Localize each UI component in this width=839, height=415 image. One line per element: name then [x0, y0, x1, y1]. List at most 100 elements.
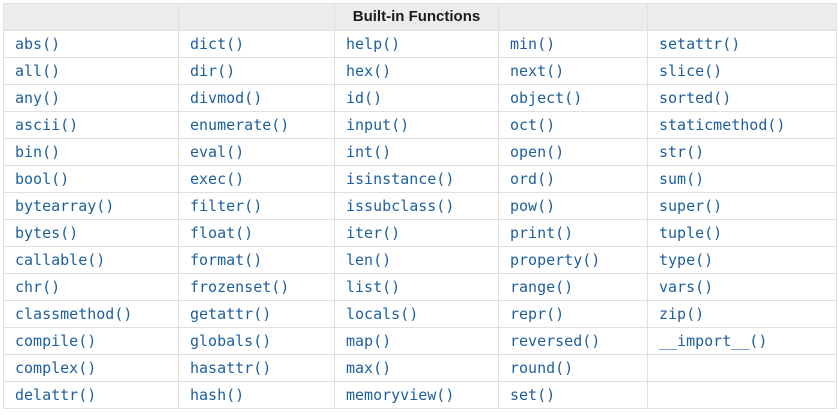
function-link[interactable]: iter()	[346, 224, 401, 242]
function-link[interactable]: max()	[346, 359, 392, 377]
function-link[interactable]: eval()	[190, 143, 245, 161]
function-link[interactable]: __import__()	[659, 332, 768, 350]
table-cell: ord()	[498, 165, 648, 193]
table-cell: staticmethod()	[647, 111, 837, 139]
function-link[interactable]: globals()	[190, 332, 272, 350]
table-cell: exec()	[178, 165, 335, 193]
function-link[interactable]: classmethod()	[15, 305, 133, 323]
function-link[interactable]: type()	[659, 251, 714, 269]
function-link[interactable]: hasattr()	[190, 359, 272, 377]
table-cell: bytearray()	[3, 192, 179, 220]
function-link[interactable]: format()	[190, 251, 263, 269]
table-row: any() divmod() id() object() sorted()	[3, 84, 837, 112]
function-link[interactable]: tuple()	[659, 224, 723, 242]
function-link[interactable]: dict()	[190, 35, 245, 53]
table-cell: divmod()	[178, 84, 335, 112]
table-header-row: Built-in Functions	[3, 3, 837, 31]
function-link[interactable]: compile()	[15, 332, 97, 350]
function-link[interactable]: print()	[510, 224, 574, 242]
table-row: bool() exec() isinstance() ord() sum()	[3, 165, 837, 193]
function-link[interactable]: pow()	[510, 197, 556, 215]
function-link[interactable]: bool()	[15, 170, 70, 188]
table-row: chr() frozenset() list() range() vars()	[3, 273, 837, 301]
table-cell: round()	[498, 354, 648, 382]
function-link[interactable]: id()	[346, 89, 383, 107]
function-link[interactable]: isinstance()	[346, 170, 455, 188]
function-link[interactable]: locals()	[346, 305, 419, 323]
function-link[interactable]: staticmethod()	[659, 116, 786, 134]
function-link[interactable]: complex()	[15, 359, 97, 377]
table-cell: bool()	[3, 165, 179, 193]
function-link[interactable]: int()	[346, 143, 392, 161]
function-link[interactable]: all()	[15, 62, 61, 80]
function-link[interactable]: reversed()	[510, 332, 601, 350]
function-link[interactable]: list()	[346, 278, 401, 296]
table-cell: any()	[3, 84, 179, 112]
function-link[interactable]: bytes()	[15, 224, 79, 242]
table-cell: input()	[334, 111, 499, 139]
function-link[interactable]: property()	[510, 251, 601, 269]
function-link[interactable]: range()	[510, 278, 574, 296]
table-cell: complex()	[3, 354, 179, 382]
function-link[interactable]: issubclass()	[346, 197, 455, 215]
function-link[interactable]: slice()	[659, 62, 723, 80]
function-link[interactable]: open()	[510, 143, 565, 161]
table-header-cell	[498, 3, 648, 31]
function-link[interactable]: repr()	[510, 305, 565, 323]
function-link[interactable]: enumerate()	[190, 116, 290, 134]
table-cell: pow()	[498, 192, 648, 220]
function-link[interactable]: getattr()	[190, 305, 272, 323]
table-body: abs() dict() help() min() setattr() all() dir(…	[3, 30, 837, 409]
function-link[interactable]: chr()	[15, 278, 61, 296]
table-cell: map()	[334, 327, 499, 355]
function-link[interactable]: sorted()	[659, 89, 732, 107]
table-cell: setattr()	[647, 30, 837, 58]
function-link[interactable]: min()	[510, 35, 556, 53]
function-link[interactable]: ascii()	[15, 116, 79, 134]
function-link[interactable]: frozenset()	[190, 278, 290, 296]
function-link[interactable]: map()	[346, 332, 392, 350]
table-cell: frozenset()	[178, 273, 335, 301]
function-link[interactable]: str()	[659, 143, 705, 161]
table-row: classmethod() getattr() locals() repr() zip(…	[3, 300, 837, 328]
function-link[interactable]: ord()	[510, 170, 556, 188]
function-link[interactable]: delattr()	[15, 386, 97, 404]
table-cell: enumerate()	[178, 111, 335, 139]
function-link[interactable]: exec()	[190, 170, 245, 188]
function-link[interactable]: hash()	[190, 386, 245, 404]
function-link[interactable]: sum()	[659, 170, 705, 188]
function-link[interactable]: dir()	[190, 62, 236, 80]
function-link[interactable]: input()	[346, 116, 410, 134]
function-link[interactable]: len()	[346, 251, 392, 269]
table-cell: float()	[178, 219, 335, 247]
function-link[interactable]: float()	[190, 224, 254, 242]
function-link[interactable]: bytearray()	[15, 197, 115, 215]
function-link[interactable]: set()	[510, 386, 556, 404]
function-link[interactable]: memoryview()	[346, 386, 455, 404]
function-link[interactable]: filter()	[190, 197, 263, 215]
function-link[interactable]: object()	[510, 89, 583, 107]
table-head: Built-in Functions	[3, 3, 837, 31]
function-link[interactable]: zip()	[659, 305, 705, 323]
table-header-cell	[647, 3, 837, 31]
table-header-cell-title: Built-in Functions	[334, 3, 499, 31]
function-link[interactable]: super()	[659, 197, 723, 215]
function-link[interactable]: any()	[15, 89, 61, 107]
function-link[interactable]: setattr()	[659, 35, 741, 53]
function-link[interactable]: bin()	[15, 143, 61, 161]
function-link[interactable]: divmod()	[190, 89, 263, 107]
function-link[interactable]: vars()	[659, 278, 714, 296]
function-link[interactable]: callable()	[15, 251, 106, 269]
table-cell: id()	[334, 84, 499, 112]
table-row: ascii() enumerate() input() oct() staticmeth…	[3, 111, 837, 139]
table-cell: max()	[334, 354, 499, 382]
function-link[interactable]: hex()	[346, 62, 392, 80]
function-link[interactable]: round()	[510, 359, 574, 377]
function-link[interactable]: next()	[510, 62, 565, 80]
function-link[interactable]: help()	[346, 35, 401, 53]
table-cell: sum()	[647, 165, 837, 193]
table-cell	[647, 381, 837, 409]
function-link[interactable]: abs()	[15, 35, 61, 53]
table-cell: sorted()	[647, 84, 837, 112]
function-link[interactable]: oct()	[510, 116, 556, 134]
